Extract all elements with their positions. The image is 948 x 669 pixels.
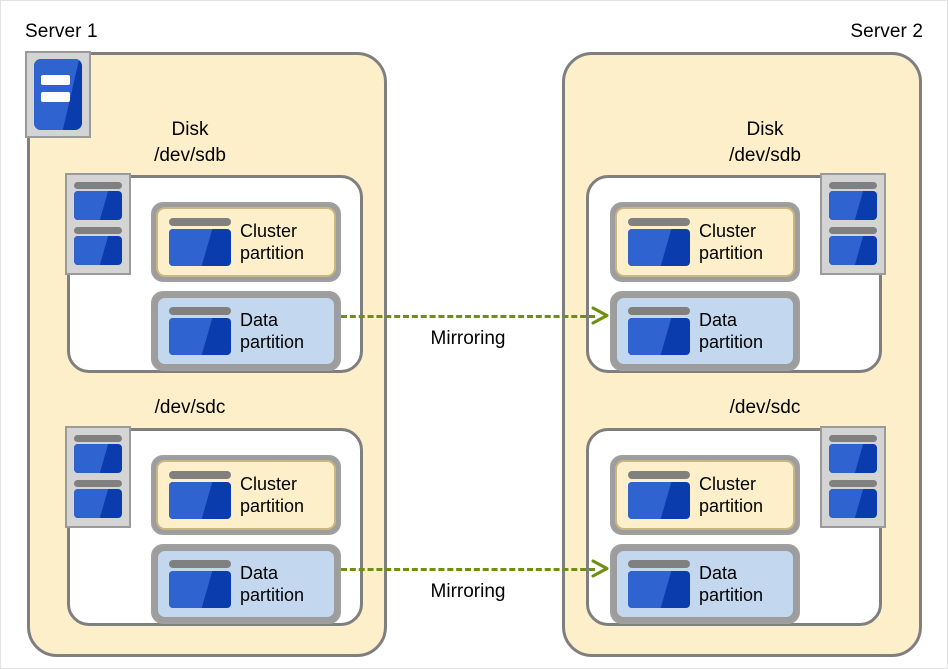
partition-label: Data partition <box>699 310 764 352</box>
server-1-panel: Disk /dev/sdb Cluster partition <box>27 52 387 657</box>
disk-device: /dev/sdb <box>729 145 801 166</box>
disk-device: /dev/sdc <box>154 397 226 418</box>
server-2-disk-sdb-label: Disk /dev/sdb <box>665 117 865 169</box>
partition-icon <box>628 471 690 519</box>
server-2-sdb-data-partition[interactable]: Data partition <box>610 291 800 371</box>
disk-device: /dev/sdc <box>729 397 801 418</box>
partition-label: Cluster partition <box>699 474 764 516</box>
server-1-sdc-data-partition[interactable]: Data partition <box>151 544 341 624</box>
server-1-disk-sdb-icon <box>65 173 131 275</box>
server-2-sdc-data-partition[interactable]: Data partition <box>610 544 800 624</box>
server-2-disk-sdc-box: Cluster partition Data partition <box>586 428 882 626</box>
mirror-connector-sdb-line <box>341 315 595 318</box>
partition-icon <box>628 218 690 266</box>
disk-word: Disk <box>746 119 784 140</box>
mirror-connector-sdb-label: Mirroring <box>430 328 506 349</box>
server-2-disk-sdc-label: /dev/sdc <box>665 395 865 421</box>
partition-label: Data partition <box>699 563 764 605</box>
partition-label: Data partition <box>240 563 305 605</box>
partition-icon <box>169 307 231 355</box>
partition-icon <box>169 560 231 608</box>
server-1-disk-sdc-icon <box>65 426 131 528</box>
server-1-disk-sdc-label: /dev/sdc <box>90 395 290 421</box>
server-1-disk-sdc-box: Cluster partition Data partition <box>67 428 363 626</box>
partition-icon <box>628 560 690 608</box>
server-2-sdc-cluster-partition[interactable]: Cluster partition <box>610 455 800 535</box>
server-2-disk-sdc-icon <box>820 426 886 528</box>
server-2-title: Server 2 <box>850 21 923 42</box>
disk-device: /dev/sdb <box>154 145 226 166</box>
server-1-sdb-data-partition[interactable]: Data partition <box>151 291 341 371</box>
partition-icon <box>169 471 231 519</box>
server-2-panel: Disk /dev/sdb Cluster partition <box>562 52 922 657</box>
server-1-sdc-cluster-partition[interactable]: Cluster partition <box>151 455 341 535</box>
partition-icon <box>169 218 231 266</box>
server-1-icon <box>25 51 91 138</box>
partition-label: Cluster partition <box>699 221 764 263</box>
server-1-disk-sdb-label: Disk /dev/sdb <box>90 117 290 169</box>
partition-icon <box>628 307 690 355</box>
mirror-connector-sdc-label: Mirroring <box>430 581 506 602</box>
partition-label: Cluster partition <box>240 474 305 516</box>
server-1-disk-sdb-box: Cluster partition Data partition <box>67 175 363 373</box>
partition-label: Cluster partition <box>240 221 305 263</box>
partition-label: Data partition <box>240 310 305 352</box>
disk-word: Disk <box>171 119 209 140</box>
server-2-disk-sdb-icon <box>820 173 886 275</box>
server-2-sdb-cluster-partition[interactable]: Cluster partition <box>610 202 800 282</box>
server-1-sdb-cluster-partition[interactable]: Cluster partition <box>151 202 341 282</box>
server-1-title: Server 1 <box>25 21 98 42</box>
mirror-connector-sdc-line <box>341 568 595 571</box>
